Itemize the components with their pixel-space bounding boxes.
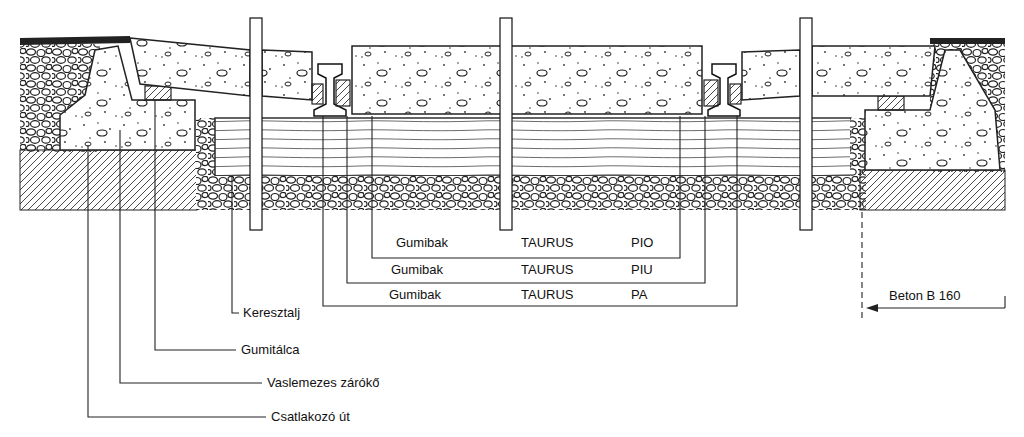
table-cell: PIU [630,262,654,278]
material-label: Beton B 160 [888,288,962,304]
table-cell: Gumibak [390,262,444,278]
table-cell: TAURUS [520,287,574,303]
table-cell: Gumibak [395,235,449,251]
table-cell: TAURUS [520,262,574,278]
table-cell: TAURUS [520,235,574,251]
table-cell: PA [630,287,648,303]
part-label: Vaslemezes zárókő [266,375,380,391]
table-cell: PIO [630,235,654,251]
table-cell: Gumibak [388,287,442,303]
part-label: Keresztalj [242,305,301,321]
part-label: Csatlakozó út [270,409,351,425]
part-label: Gumitálca [240,342,301,358]
